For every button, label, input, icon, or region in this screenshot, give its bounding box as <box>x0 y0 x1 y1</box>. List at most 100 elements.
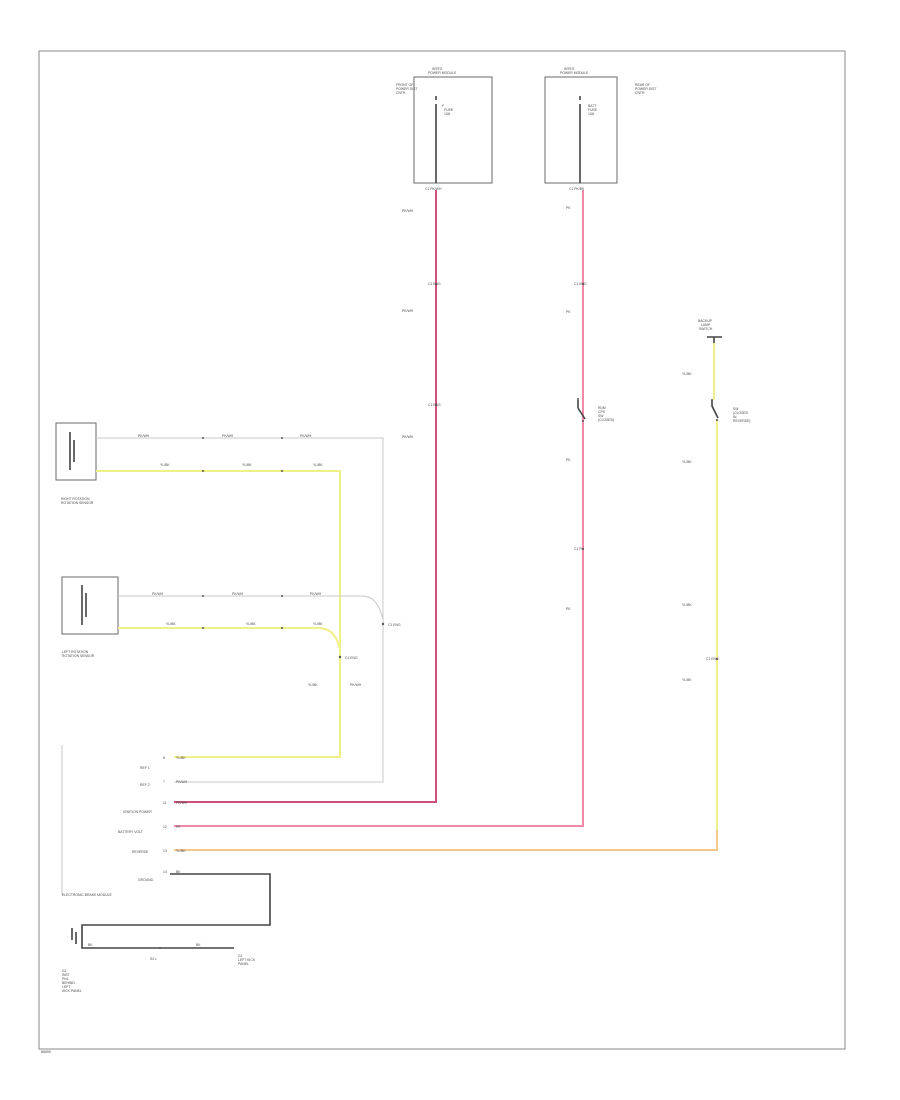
pin-label: GROUND <box>138 878 154 882</box>
svg-text:PNL: PNL <box>62 977 69 981</box>
pin-wire: PK/WH <box>176 780 188 784</box>
svg-text:FRONT OF: FRONT OF <box>396 83 413 87</box>
svg-text:POWER DIST: POWER DIST <box>635 87 656 91</box>
pin-label: REVERSE <box>132 850 149 854</box>
svg-text:FUSE: FUSE <box>444 108 454 112</box>
svg-text:PK/WH: PK/WH <box>402 209 414 213</box>
footer-code: B6659 <box>41 1050 51 1054</box>
wire-reverse-upper <box>713 343 718 830</box>
svg-text:PANEL: PANEL <box>238 962 249 966</box>
svg-text:10A: 10A <box>588 112 595 116</box>
svg-text:YL/BK: YL/BK <box>313 463 323 467</box>
svg-text:LEFT KICK: LEFT KICK <box>238 958 256 962</box>
svg-text:YL/BK: YL/BK <box>313 622 323 626</box>
svg-text:S4 L: S4 L <box>150 957 157 961</box>
svg-text:CPS: CPS <box>598 410 606 414</box>
svg-text:CNTR: CNTR <box>635 91 645 95</box>
svg-text:YL/BK: YL/BK <box>160 463 170 467</box>
pin-wire: PK <box>176 825 181 829</box>
pin-number: 6 <box>163 756 165 760</box>
lt-sensor-wire-bot <box>118 627 341 651</box>
svg-text:YL/BK: YL/BK <box>682 603 692 607</box>
pin-number: 7 <box>163 780 165 784</box>
svg-text:INTEG: INTEG <box>432 67 443 71</box>
svg-text:REAR OF: REAR OF <box>635 83 650 87</box>
svg-text:ELECTRONIC BRAKE MODULE: ELECTRONIC BRAKE MODULE <box>62 893 112 897</box>
svg-text:BEHIND: BEHIND <box>62 981 75 985</box>
svg-text:LAMP: LAMP <box>701 323 711 327</box>
pin-number: 11 <box>163 801 167 805</box>
svg-text:RIGHT ROTATION: RIGHT ROTATION <box>61 497 90 501</box>
svg-text:SWITCH: SWITCH <box>699 327 713 331</box>
pin-number: 12 <box>163 825 167 829</box>
svg-text:PK/WH: PK/WH <box>138 434 150 438</box>
svg-text:LEFT: LEFT <box>62 985 70 989</box>
pin-label: REF 2 <box>140 783 150 787</box>
svg-text:ROTATION SENSOR: ROTATION SENSOR <box>61 501 94 505</box>
svg-text:INST: INST <box>62 973 70 977</box>
pin-number: 14 <box>163 870 167 874</box>
pin-wire: PK/WH <box>176 801 188 805</box>
left-rotation-sensor: LEFT ROTATION ROTATION SENSOR <box>61 576 119 658</box>
backup-lamp-switch: BACKUP LAMP SWITCH <box>698 319 722 343</box>
diagram-frame <box>38 50 846 1050</box>
svg-text:C1 ENG: C1 ENG <box>388 623 401 627</box>
svg-text:YL/BK: YL/BK <box>166 622 176 626</box>
svg-text:FUSE: FUSE <box>588 108 598 112</box>
wire-battery-volt <box>174 190 584 827</box>
svg-text:PK/WH: PK/WH <box>300 434 312 438</box>
svg-text:YL/BK: YL/BK <box>682 678 692 682</box>
svg-text:BACKUP: BACKUP <box>698 319 713 323</box>
svg-text:(CLOSED): (CLOSED) <box>598 418 614 422</box>
svg-text:PK: PK <box>566 607 571 611</box>
svg-text:YL/BK: YL/BK <box>246 622 256 626</box>
pin-label: REF 1 <box>140 766 150 770</box>
rt-sensor-wire-bot <box>96 470 341 758</box>
svg-text:POWER DIST: POWER DIST <box>396 87 417 91</box>
pin-label: BATTERY VOLT <box>118 830 143 834</box>
svg-text:YL/BK: YL/BK <box>242 463 252 467</box>
rdm-switch: RDM CPS SW (CLOSED) <box>577 398 614 422</box>
rt-sensor-wire-top <box>96 437 384 783</box>
right-rotation-sensor: RIGHT ROTATION ROTATION SENSOR <box>55 422 97 505</box>
svg-text:ROTATION SENSOR: ROTATION SENSOR <box>62 654 95 658</box>
backup-switch-contact: SW (CLOSED IN REVERSE) <box>711 399 750 423</box>
svg-text:C1 ENG: C1 ENG <box>428 403 441 407</box>
ground-circuit: BK S4 L BK G1 INST PNL BEHIND LEFT KICK … <box>62 873 271 993</box>
electronic-brake-module: ELECTRONIC BRAKE MODULE REF 1 6 YL/BK RE… <box>61 745 188 897</box>
svg-text:SW: SW <box>733 407 739 411</box>
svg-text:C1 ENG: C1 ENG <box>706 657 719 661</box>
svg-text:C1 PK/BK: C1 PK/BK <box>569 187 585 191</box>
svg-text:PK: PK <box>566 310 571 314</box>
svg-text:C1 ENG: C1 ENG <box>428 282 441 286</box>
pin-wire: YL/BK <box>176 756 186 760</box>
svg-text:G1: G1 <box>238 954 243 958</box>
svg-text:PK/WH: PK/WH <box>350 683 362 687</box>
svg-text:POWER MODULE: POWER MODULE <box>428 71 457 75</box>
wire-ignition-power <box>174 190 437 803</box>
svg-text:F: F <box>442 104 444 108</box>
pin-wire: BK <box>176 870 181 874</box>
svg-text:G1: G1 <box>62 969 67 973</box>
svg-text:PK: PK <box>566 206 571 210</box>
svg-text:YL/BK: YL/BK <box>682 372 692 376</box>
svg-text:KICK PANEL: KICK PANEL <box>62 989 82 993</box>
pin-number: 13 <box>163 849 167 853</box>
svg-text:SW: SW <box>598 414 604 418</box>
svg-text:BATT: BATT <box>588 104 596 108</box>
svg-text:CNTR: CNTR <box>396 91 406 95</box>
svg-text:YL/BK: YL/BK <box>308 683 318 687</box>
pin-label: IGNITION POWER <box>123 810 152 814</box>
fuse-box-right: INTEG POWER MODULE REAR OF POWER DIST CN… <box>544 67 656 191</box>
svg-text:POWER MODULE: POWER MODULE <box>560 71 589 75</box>
svg-text:PK/WH: PK/WH <box>152 592 164 596</box>
fuse-box-left: INTEG POWER MODULE FRONT OF POWER DIST C… <box>396 67 493 191</box>
svg-text:(CLOSED: (CLOSED <box>733 411 749 415</box>
svg-text:PK: PK <box>566 458 571 462</box>
svg-text:C1 ENG: C1 ENG <box>345 656 358 660</box>
svg-text:LEFT ROTATION: LEFT ROTATION <box>62 650 89 654</box>
wire-reverse <box>174 830 718 851</box>
svg-text:REVERSE): REVERSE) <box>733 419 750 423</box>
svg-text:10A: 10A <box>444 112 451 116</box>
svg-text:INTEG: INTEG <box>564 67 575 71</box>
